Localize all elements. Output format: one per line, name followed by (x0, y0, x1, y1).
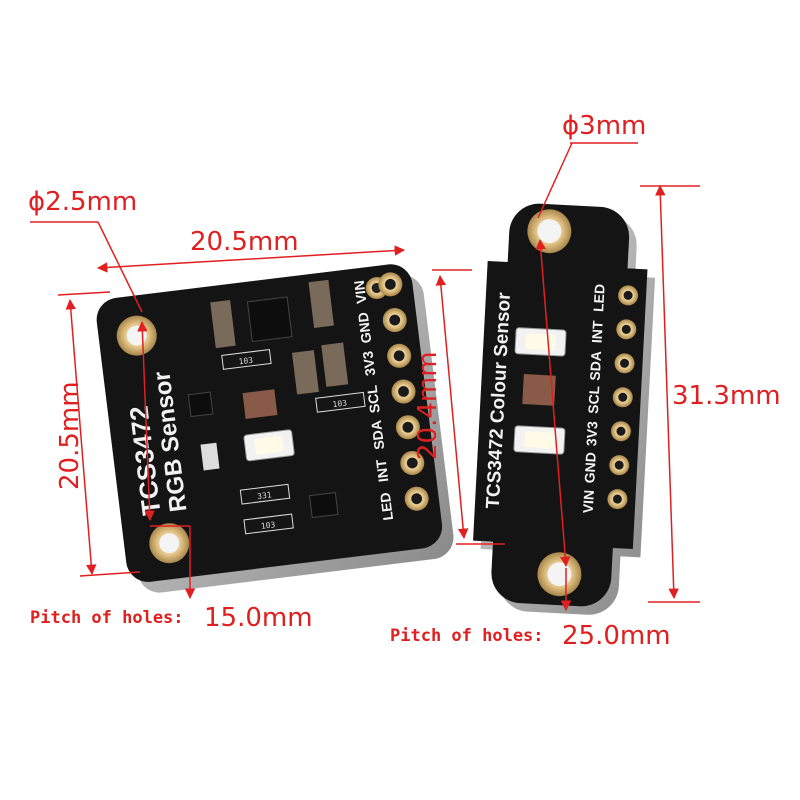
pin-labels: LED INT SDA SCL 3V3 GND VIN (351, 280, 396, 522)
pin-hole (393, 350, 405, 362)
capacitor (321, 342, 349, 387)
pin-label-gnd: GND (355, 311, 375, 344)
pin-hole (616, 426, 626, 436)
square-board: 103 103 331 103 TCS3472 RGB Sensor LED (96, 264, 454, 593)
pin-hole (411, 493, 423, 505)
pin-label-led: LED (377, 492, 396, 522)
long-height: 31.3mm (672, 381, 781, 411)
resistor: 103 (221, 348, 272, 370)
capacitor (291, 350, 319, 395)
pin-hole (402, 421, 414, 433)
transistor (308, 492, 339, 519)
resistor: 331 (239, 483, 291, 505)
svg-text:103: 103 (260, 520, 276, 531)
pin-hole (398, 386, 409, 397)
square-hole-diameter: ϕ2.5mm (28, 187, 137, 217)
transistor (187, 391, 214, 418)
width-arrow (96, 245, 406, 273)
svg-text:103: 103 (332, 399, 348, 410)
pin-label-scl: SCL (364, 384, 383, 414)
pin-hole (623, 290, 633, 300)
pin-hole (614, 460, 624, 470)
resistor: 103 (243, 513, 294, 535)
pin-label-vin: VIN (580, 490, 597, 514)
pcb (96, 264, 443, 582)
pin-label-3v3: 3V3 (583, 421, 600, 447)
pin-hole (618, 392, 628, 402)
long-height-arrow (655, 184, 679, 600)
pin-label-int: INT (589, 320, 606, 344)
square-dimensions: ϕ2.5mm 20.5mm 20.5mm Pitch of holes: 15.… (28, 187, 406, 633)
square-pitch-label: Pitch of holes: (30, 608, 184, 628)
long-board: TCS3472 Colour Sensor VINGND3V3SCLSDAINT… (473, 203, 656, 615)
long-pitch-value: 25.0mm (562, 621, 671, 651)
pin-hole (389, 314, 401, 326)
square-pitch-value: 15.0mm (204, 603, 313, 633)
pin-hole (620, 358, 630, 368)
long-width-arrow (435, 274, 469, 540)
pin-label-scl: SCL (585, 385, 602, 414)
long-width: 20.4mm (413, 351, 443, 460)
svg-text:331: 331 (257, 490, 273, 501)
pin-label-gnd: GND (581, 452, 599, 484)
color-sensor-chip (242, 389, 278, 419)
regulator-chip (246, 296, 293, 343)
capacitor (210, 299, 236, 349)
long-hole-diameter: ϕ3mm (562, 111, 646, 141)
pin-label-3v3: 3V3 (359, 350, 378, 377)
pin-labels: VIN GND 3V3 SCL SDA INT LED (580, 283, 608, 513)
pin-label-led: LED (590, 283, 607, 312)
pitch-arrow (137, 320, 155, 522)
pin-hole (384, 278, 396, 290)
pin-label-int: INT (373, 458, 392, 483)
pin-pads (607, 285, 639, 510)
svg-text:103: 103 (238, 356, 254, 367)
resistor: 103 (315, 391, 366, 413)
pin-label-vin: VIN (351, 280, 370, 305)
pin-hole (406, 457, 418, 469)
pin-hole (621, 324, 631, 334)
capacitor (308, 279, 334, 328)
long-pitch-arrow (535, 238, 571, 568)
long-pitch-label: Pitch of holes: (390, 626, 544, 646)
pin-hole (612, 494, 622, 504)
resistor (200, 442, 220, 471)
pin-label-sda: SDA (368, 419, 387, 450)
long-dimensions: ϕ3mm 20.4mm 31.3mm Pitch of holes: 25.0m… (390, 111, 781, 651)
square-width: 20.5mm (190, 227, 299, 257)
pin-label-sda: SDA (587, 351, 605, 381)
height-arrow (65, 298, 97, 576)
pin-pads (378, 272, 429, 511)
